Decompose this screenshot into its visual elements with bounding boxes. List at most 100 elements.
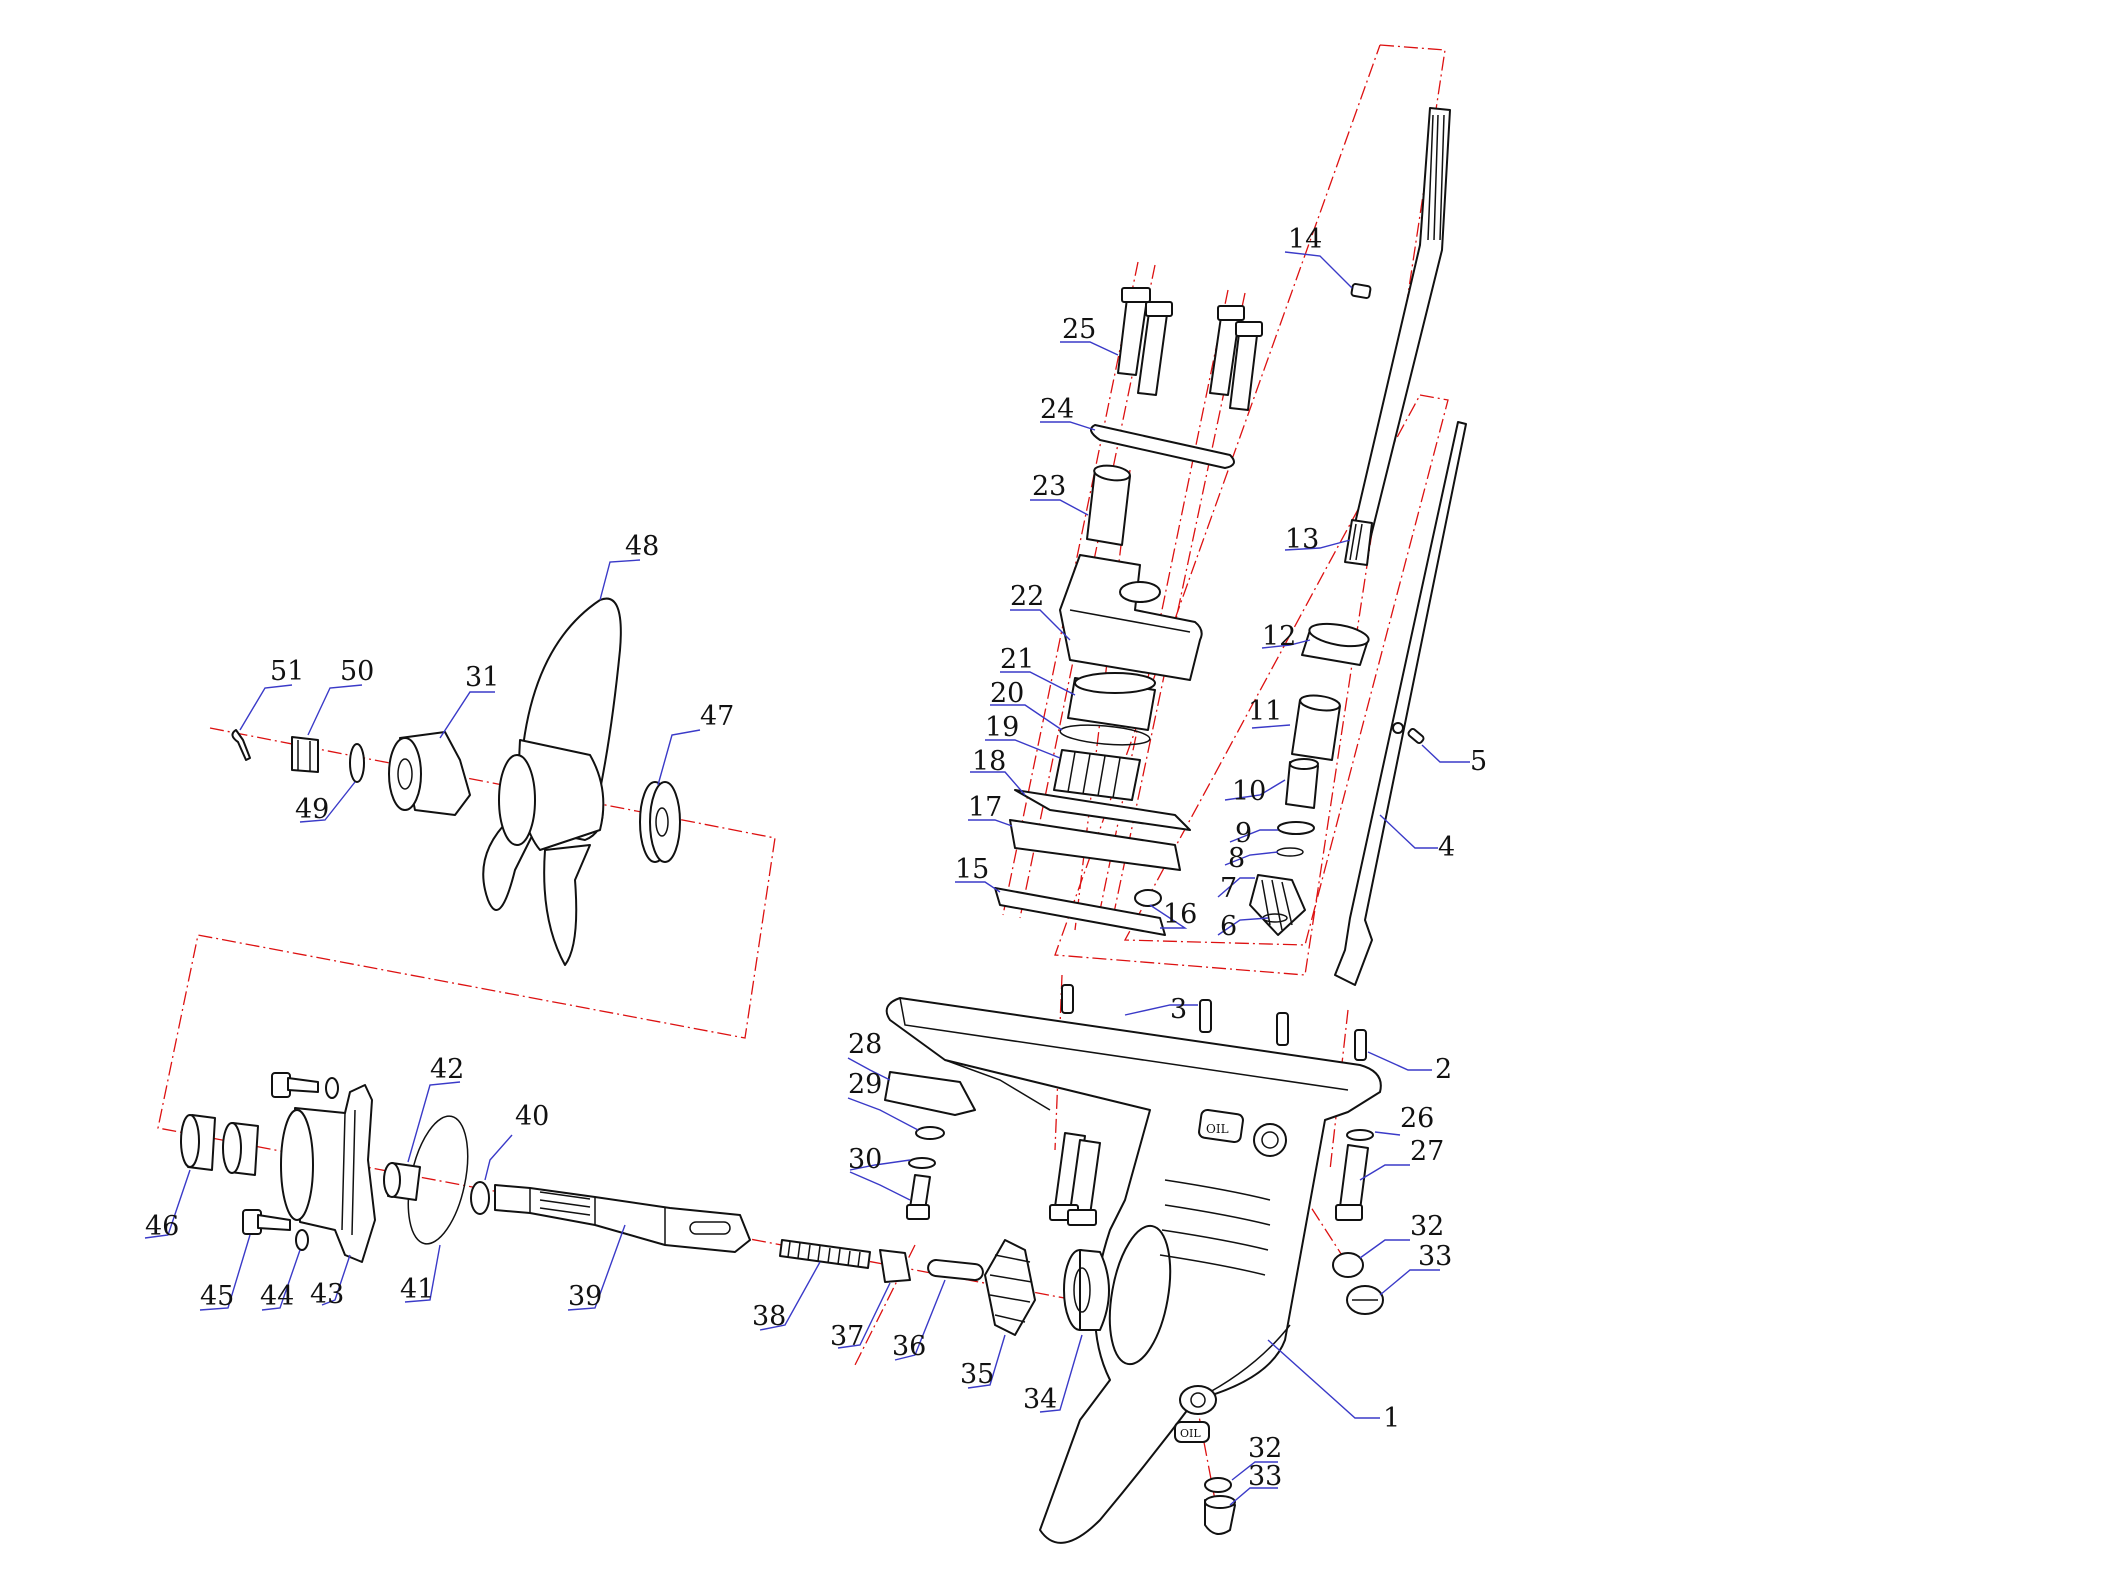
- leader-40: [484, 1134, 513, 1181]
- callout-37: 37: [830, 1321, 864, 1352]
- callout-24: 24: [1040, 394, 1074, 425]
- carrier-washer-lower: [295, 1229, 309, 1251]
- leader-31: [439, 691, 495, 739]
- dowel-pins: [1061, 984, 1367, 1061]
- callout-23: 23: [1032, 471, 1066, 502]
- callout-28: 28: [848, 1029, 882, 1060]
- propeller-shaft: [494, 1184, 751, 1253]
- shift-spring: [779, 1239, 871, 1269]
- drain-plug-top: [1346, 1285, 1384, 1315]
- callout-48: 48: [625, 531, 659, 562]
- leader-50: [307, 684, 363, 736]
- leader-21: [1000, 671, 1076, 696]
- callout-15: 15: [955, 854, 989, 885]
- pump-base-gasket: [994, 887, 1166, 936]
- leader-36: [894, 1279, 946, 1361]
- callout-26: 26: [1400, 1103, 1434, 1134]
- bearing-carrier: [280, 1084, 376, 1263]
- impeller-cup: [1067, 672, 1156, 731]
- leader-24: [1040, 421, 1096, 431]
- leader-12: [1261, 639, 1311, 649]
- leader-35: [967, 1334, 1006, 1389]
- anode-washer: [915, 1126, 945, 1140]
- drain-washer-bottom: [1204, 1477, 1232, 1493]
- callout-44: 44: [260, 1281, 294, 1312]
- shift-rod-pin: [1407, 728, 1425, 744]
- forward-bevel-gear: [984, 1239, 1036, 1336]
- leader-lines: [144, 251, 1470, 1506]
- callout-38: 38: [752, 1301, 786, 1332]
- leader-42: [407, 1081, 461, 1163]
- leader-29: [847, 1097, 919, 1131]
- leader-16: [1149, 904, 1188, 929]
- leader-37: [837, 1282, 891, 1349]
- callout-36: 36: [892, 1331, 926, 1362]
- callout-29: 29: [848, 1069, 882, 1100]
- callout-45: 45: [200, 1281, 234, 1312]
- driveshaft-key: [1350, 283, 1372, 299]
- callout-40: 40: [515, 1101, 549, 1132]
- pump-cup-oring: [1059, 724, 1151, 746]
- pinion-shim: [1277, 821, 1315, 835]
- callout-51: 51: [270, 656, 304, 687]
- callout-39: 39: [568, 1281, 602, 1312]
- carrier-bushing: [383, 1162, 421, 1201]
- cotter-pin: [231, 729, 251, 761]
- axis-bearing-nut: [854, 1244, 916, 1366]
- leader-51: [239, 684, 293, 731]
- propeller-nut: [291, 736, 319, 773]
- callout-42: 42: [430, 1054, 464, 1085]
- driveshaft: [1344, 107, 1451, 566]
- carrier-bolt-lower: [242, 1209, 291, 1235]
- leader-41: [404, 1244, 441, 1303]
- leader-45: [199, 1234, 251, 1311]
- leader-32a: [1359, 1239, 1410, 1259]
- housing-oil-mark-top: OIL: [1206, 1122, 1229, 1136]
- leader-39: [567, 1224, 626, 1311]
- leader-1: [1267, 1339, 1380, 1419]
- leader-33b: [1229, 1487, 1278, 1506]
- axis-drain-bottom: [1194, 1394, 1216, 1501]
- propeller-washer: [349, 743, 365, 783]
- pump-grommet: [1134, 889, 1162, 907]
- carrier-washer-upper: [325, 1077, 339, 1099]
- callout-22: 22: [1010, 581, 1044, 612]
- leader-19: [985, 739, 1061, 759]
- callout-47: 47: [700, 701, 734, 732]
- callout-1: 1: [1383, 1403, 1400, 1434]
- driveshaft-bearing: [1301, 622, 1370, 666]
- callout-11: 11: [1248, 696, 1282, 727]
- shift-rod: [1334, 421, 1467, 986]
- callout-18: 18: [972, 746, 1006, 777]
- callout-32a: 32: [1410, 1211, 1444, 1242]
- prop-shaft-bearing: [1063, 1249, 1110, 1331]
- callout-27: 27: [1410, 1136, 1444, 1167]
- callout-49: 49: [295, 794, 329, 825]
- callout-31: 31: [465, 662, 499, 693]
- parts: OIL OIL: [180, 107, 1467, 1544]
- callout-16: 16: [1163, 899, 1197, 930]
- leader-32b: [1231, 1461, 1278, 1481]
- leader-22: [1010, 609, 1071, 641]
- anode-plate: [884, 1071, 976, 1116]
- callout-5: 5: [1470, 746, 1487, 777]
- callout-21: 21: [1000, 644, 1034, 675]
- leader-33a: [1379, 1269, 1440, 1296]
- callout-33b: 33: [1248, 1461, 1282, 1492]
- impeller: [1053, 749, 1141, 801]
- leader-3: [1124, 1004, 1198, 1016]
- pump-wear-plate: [1014, 789, 1191, 831]
- water-pump-bolts: [1117, 287, 1263, 411]
- callout-35: 35: [960, 1359, 994, 1390]
- callout-50: 50: [340, 656, 374, 687]
- callout-9: 9: [1235, 818, 1252, 849]
- driveshaft-bushing: [1285, 758, 1319, 809]
- callout-2: 2: [1435, 1054, 1452, 1085]
- carrier-bolt-upper: [271, 1072, 319, 1098]
- housing-oil-mark-side: OIL: [1180, 1427, 1201, 1440]
- callout-20: 20: [990, 678, 1024, 709]
- axis-shift-rod-loop: [1123, 394, 1449, 946]
- callout-6: 6: [1220, 911, 1237, 942]
